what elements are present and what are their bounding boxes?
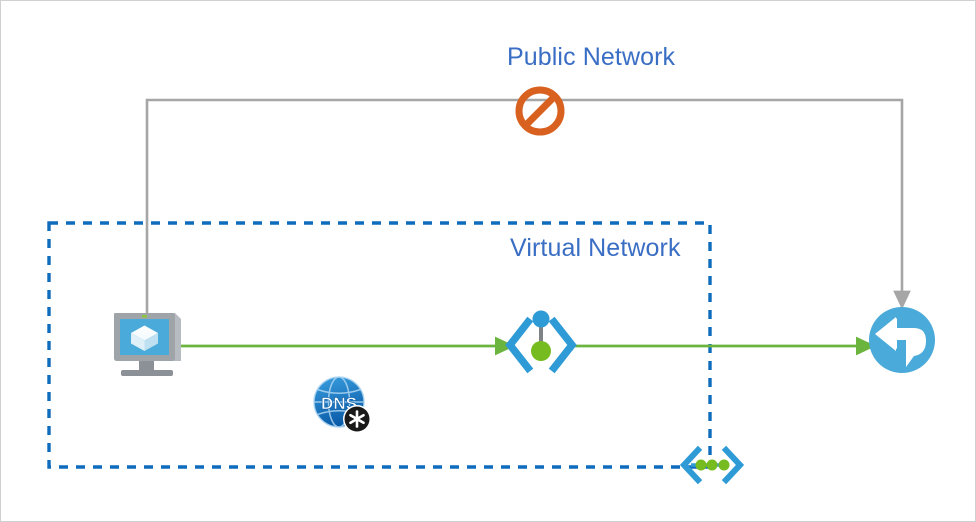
public-network-label: Public Network — [507, 43, 676, 71]
private-link-service-icon[interactable] — [679, 445, 745, 485]
public-blocked-path — [145, 98, 911, 313]
cube-glyph — [131, 325, 158, 351]
no-entry-icon — [515, 86, 565, 136]
virtual-network-label: Virtual Network — [510, 234, 681, 262]
asterisk-badge-icon — [343, 405, 371, 433]
service-redirect-icon[interactable] — [869, 307, 935, 373]
dns-globe-icon[interactable]: DNS — [313, 376, 371, 433]
public-path-line — [145, 98, 911, 313]
virtual-machine-icon[interactable] — [114, 313, 181, 376]
private-endpoint-icon[interactable] — [505, 310, 577, 374]
